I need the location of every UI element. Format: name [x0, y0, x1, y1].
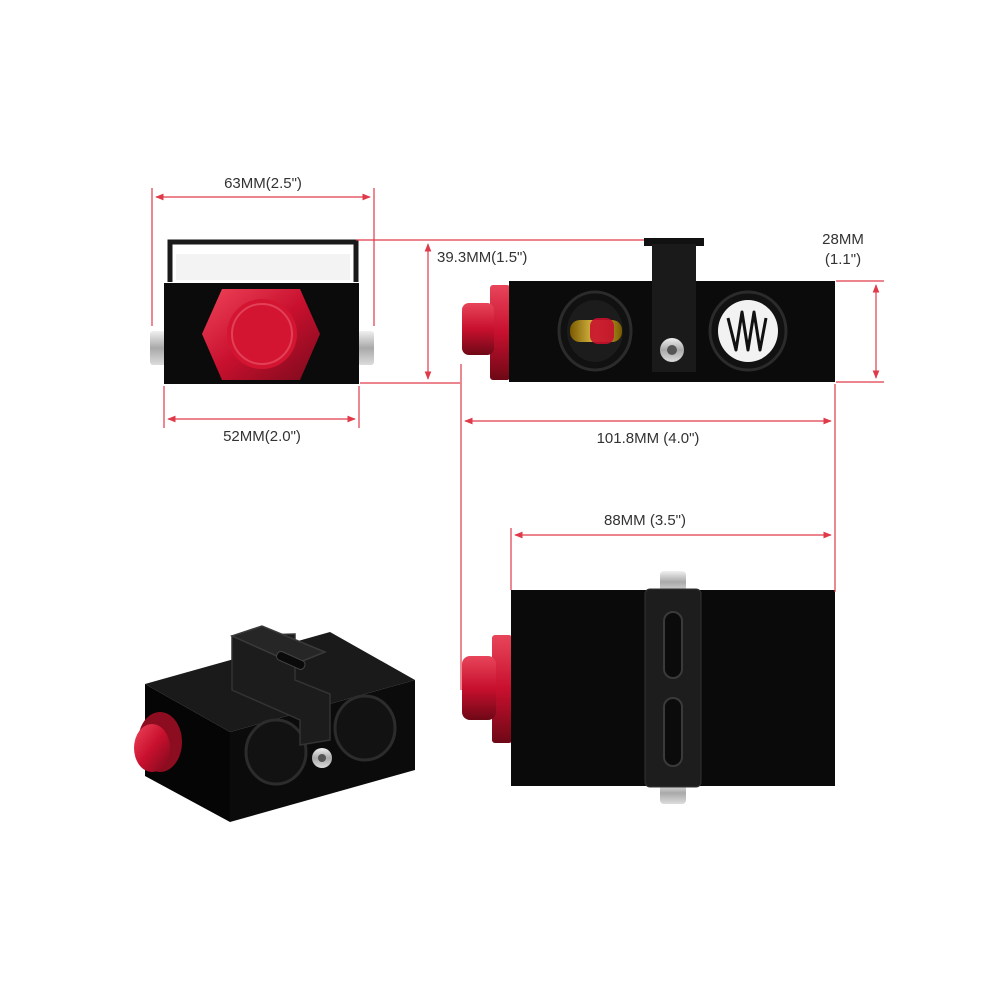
label-front-base-width: 52MM(2.0"): [223, 428, 301, 445]
side-hex-nut: [490, 285, 510, 380]
top-cap: [462, 656, 496, 720]
side-view: [462, 238, 835, 382]
front-cap-highlight: [231, 303, 293, 365]
front-bracket: [167, 239, 359, 282]
dimension-lines: [151, 188, 884, 690]
label-side-height: 39.3MM(1.5"): [437, 249, 527, 266]
iso-bracket-slot: [276, 651, 306, 670]
front-cap: [227, 299, 297, 369]
front-right-pin: [358, 331, 374, 365]
side-spring: [726, 310, 768, 352]
side-bolt-socket: [667, 345, 677, 355]
label-side-body-height-in: (1.1"): [825, 251, 861, 268]
top-hex-nut: [492, 635, 512, 743]
iso-port-left: [244, 718, 308, 786]
top-view: [462, 571, 835, 804]
top-bracket-strap: [644, 588, 702, 788]
side-cap: [462, 303, 494, 355]
side-right-port-inner: [718, 300, 778, 362]
dimension-labels: 63MM(2.5") 52MM(2.0") 39.3MM(1.5") 28MM …: [223, 175, 864, 529]
iso-port-right: [333, 694, 397, 762]
isometric-view: [134, 625, 415, 822]
label-side-body-height-mm: 28MM: [822, 231, 864, 248]
front-left-pin: [150, 331, 166, 365]
top-upper-pin: [660, 571, 686, 593]
side-bracket-top: [644, 238, 704, 246]
iso-bracket-top: [229, 625, 327, 665]
top-slot-upper: [663, 611, 683, 679]
front-view: [150, 239, 374, 384]
side-valve-red: [590, 318, 614, 344]
label-side-total-length: 101.8MM (4.0"): [597, 430, 700, 447]
iso-cap: [134, 724, 170, 772]
front-bracket-top-highlight: [176, 254, 350, 280]
iso-bolt-socket: [318, 754, 326, 762]
top-slot-lower: [663, 697, 683, 767]
label-top-body-length: 88MM (3.5"): [604, 512, 686, 529]
label-front-width: 63MM(2.5"): [224, 175, 302, 192]
